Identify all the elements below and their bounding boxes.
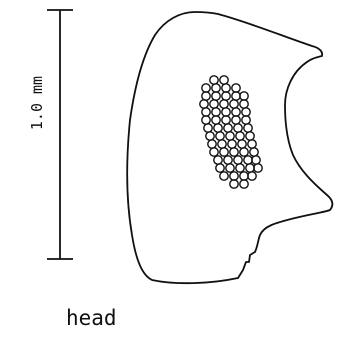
cluster-circle	[212, 92, 220, 100]
cluster-circle	[202, 116, 210, 124]
cluster-circle	[210, 76, 218, 84]
cluster-circle	[210, 148, 218, 156]
cluster-circle	[216, 132, 224, 140]
cluster-circle	[222, 108, 230, 116]
cluster-circle	[226, 164, 234, 172]
cluster-circle	[232, 116, 240, 124]
cluster-circle	[208, 140, 216, 148]
cluster-circle	[248, 140, 256, 148]
cluster-circle	[240, 148, 248, 156]
figure-caption: head	[66, 306, 117, 330]
cluster-circle	[240, 100, 248, 108]
cluster-circle	[246, 164, 254, 172]
cluster-circle	[228, 140, 236, 148]
cluster-circle	[254, 164, 262, 172]
cluster-circle	[240, 92, 248, 100]
cluster-circle	[200, 100, 208, 108]
cluster-circle	[220, 76, 228, 84]
cluster-circle	[240, 180, 248, 188]
cluster-circle	[234, 124, 242, 132]
cluster-circle	[242, 116, 250, 124]
cluster-circle	[238, 140, 246, 148]
cluster-circle	[222, 84, 230, 92]
cluster-circle	[250, 148, 258, 156]
cluster-circle	[214, 156, 222, 164]
cluster-circle	[232, 108, 240, 116]
cluster-circle	[232, 92, 240, 100]
cluster-circle	[252, 156, 260, 164]
cluster-circle	[230, 180, 238, 188]
cluster-circle	[230, 172, 238, 180]
cluster-circle	[236, 132, 244, 140]
cluster-circle	[202, 108, 210, 116]
cluster-circle	[220, 148, 228, 156]
cluster-circle	[214, 124, 222, 132]
cluster-circle	[246, 132, 254, 140]
cluster-circle	[202, 92, 210, 100]
cluster-circle	[226, 132, 234, 140]
cluster-circle	[232, 84, 240, 92]
cluster-circle	[204, 124, 212, 132]
cluster-circle	[224, 124, 232, 132]
cluster-circle	[210, 100, 218, 108]
cluster-circle	[212, 116, 220, 124]
cluster-circle	[224, 156, 232, 164]
circle-cluster	[200, 76, 262, 188]
cluster-circle	[202, 84, 210, 92]
cluster-circle	[212, 84, 220, 92]
cluster-circle	[234, 156, 242, 164]
cluster-circle	[244, 156, 252, 164]
cluster-circle	[206, 132, 214, 140]
cluster-circle	[236, 164, 244, 172]
cluster-circle	[248, 172, 256, 180]
cluster-circle	[212, 108, 220, 116]
cluster-circle	[244, 124, 252, 132]
cluster-circle	[220, 100, 228, 108]
cluster-circle	[222, 92, 230, 100]
cluster-circle	[218, 140, 226, 148]
cluster-circle	[216, 164, 224, 172]
cluster-circle	[242, 108, 250, 116]
cluster-circle	[222, 116, 230, 124]
cluster-circle	[220, 172, 228, 180]
scale-bar-label: 1.0 mm	[27, 68, 47, 138]
scale-bar	[47, 10, 73, 259]
cluster-circle	[230, 100, 238, 108]
cluster-circle	[230, 148, 238, 156]
cluster-circle	[240, 172, 248, 180]
